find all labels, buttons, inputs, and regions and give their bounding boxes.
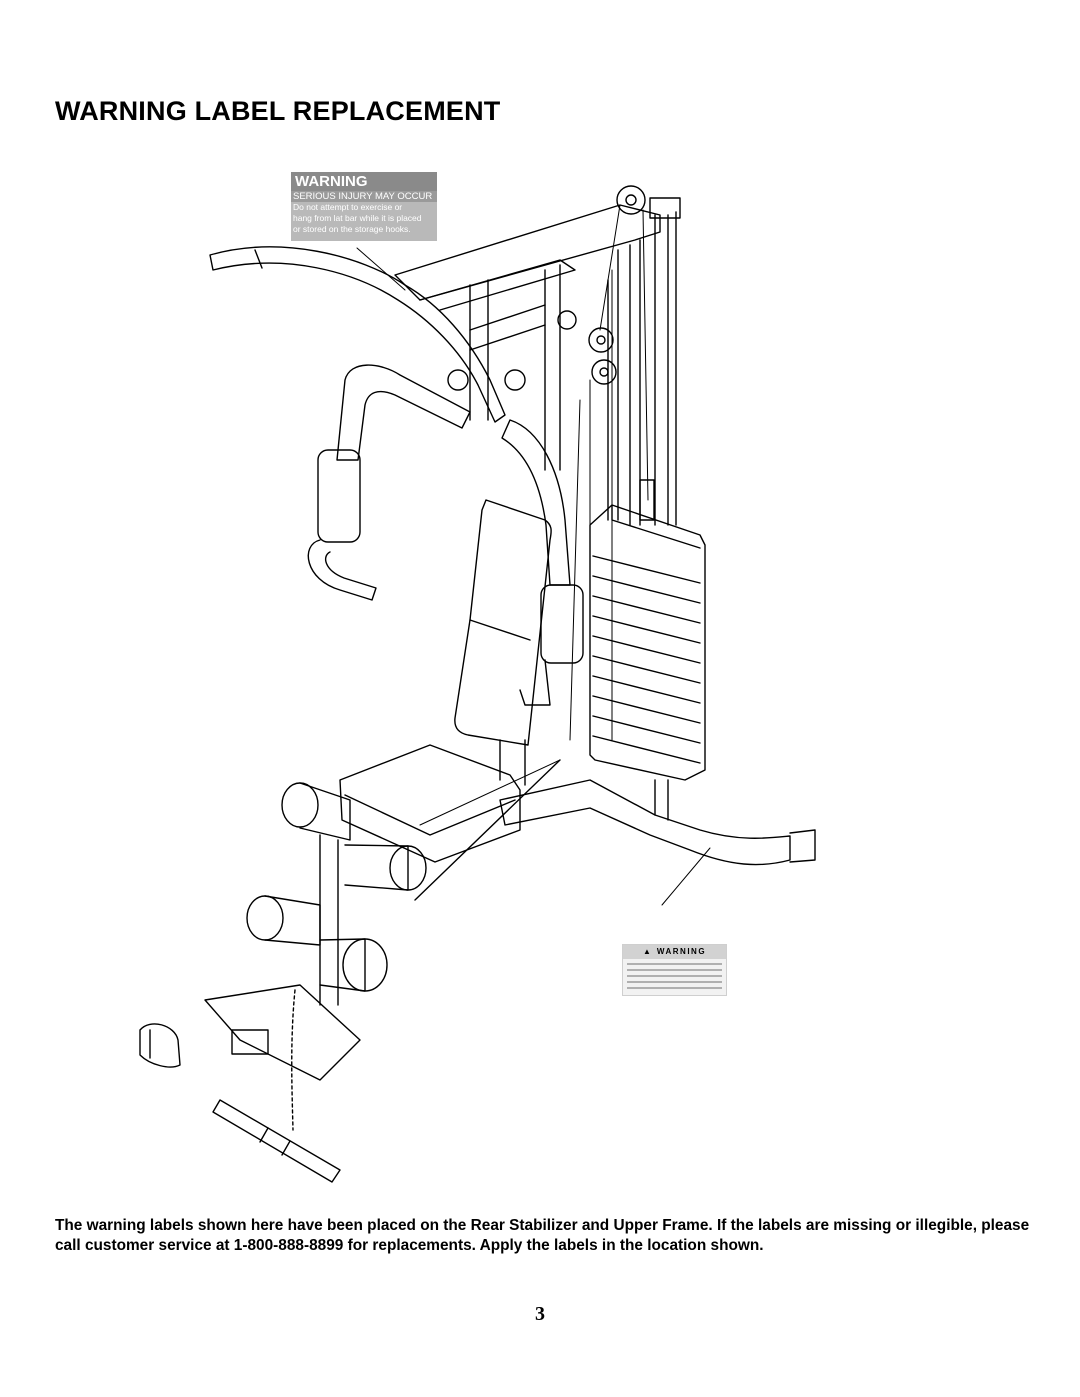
warning-label-heading: WARNING: [656, 947, 707, 956]
tower-frame: [607, 197, 681, 526]
rear-stabilizer-warning-label: ▲ WARNING: [622, 944, 727, 996]
warning-label-line: or stored on the storage hooks.: [293, 224, 411, 234]
illegible-text-line: [627, 963, 722, 965]
base-frame: [414, 759, 816, 901]
instructions-paragraph: The warning labels shown here have been …: [55, 1217, 1030, 1254]
ankle-cuff: [139, 1023, 181, 1068]
leg-developer: [204, 782, 427, 1081]
warning-label-line: hang from lat bar while it is placed: [293, 213, 422, 223]
press-arms: [307, 364, 584, 706]
top-pulleys: [447, 185, 646, 391]
warning-label-line: Do not attempt to exercise or: [293, 202, 403, 212]
leader-lines: [356, 247, 711, 906]
chain-handle: [212, 989, 341, 1183]
lat-bar: [209, 246, 506, 423]
cables: [419, 204, 649, 826]
illegible-text-line: [627, 981, 722, 983]
upper-frame-warning-label: WARNING SERIOUS INJURY MAY OCCUR Do not …: [291, 172, 437, 241]
seat: [339, 739, 526, 863]
page-title: WARNING LABEL REPLACEMENT: [55, 96, 501, 126]
page-number: 3: [535, 1303, 545, 1325]
warning-label-subheading: SERIOUS INJURY MAY OCCUR: [291, 191, 437, 202]
illegible-text-line: [627, 969, 722, 971]
warning-triangle-icon: ▲: [642, 947, 651, 956]
warning-label-heading: WARNING: [291, 172, 437, 191]
illegible-text-line: [627, 987, 722, 989]
back-pad: [454, 499, 552, 746]
illegible-text-line: [627, 975, 722, 977]
warning-label-heading-row: ▲ WARNING: [623, 945, 726, 959]
upper-frame: [394, 204, 661, 471]
weight-stack: [589, 479, 706, 781]
